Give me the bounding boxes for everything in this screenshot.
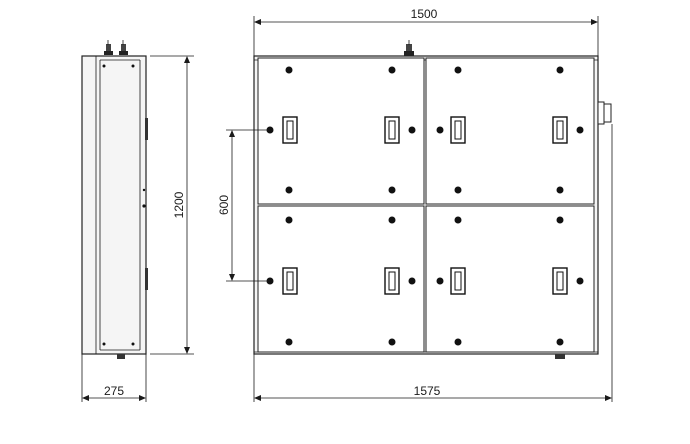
panel-spacing-label: 600 [217,195,231,215]
side-depth-dimension [81,354,147,402]
panel-top-right [425,57,595,205]
side-height-dimension [150,55,194,355]
front-view: 1500 [217,7,613,402]
side-top-connectors [104,40,128,55]
panel-bottom-left [257,205,425,353]
side-view: 1200 275 [81,40,194,402]
side-cabinet-body [81,55,147,355]
front-bottom-width-label: 1575 [414,384,441,398]
panel-top-left [257,57,425,205]
panel-spacing-dimension [226,129,270,282]
side-height-label: 1200 [172,191,186,218]
front-bottom-width-dimension [253,124,613,402]
panel-bottom-right [425,205,595,353]
front-top-connector [404,40,414,56]
front-top-width-dimension [253,16,599,56]
front-side-connector [597,101,612,125]
front-top-width-label: 1500 [411,7,438,21]
side-depth-label: 275 [104,384,124,398]
